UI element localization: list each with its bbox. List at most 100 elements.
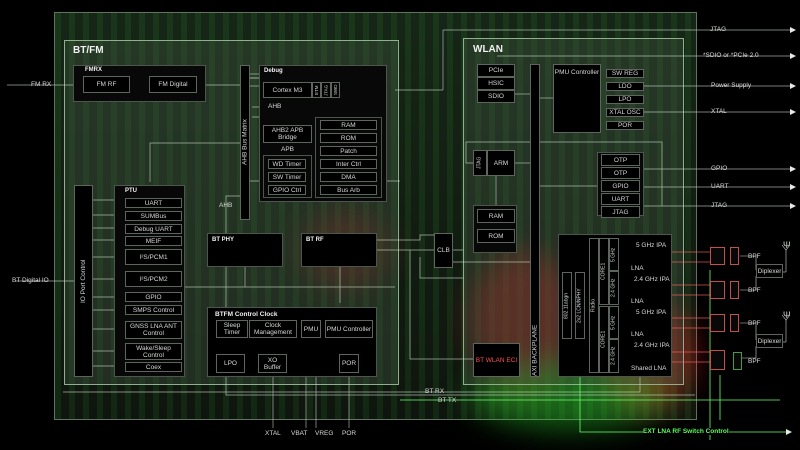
ptu-meif: MEIF (125, 236, 182, 246)
rf-switch-2 (710, 281, 725, 299)
diplexer-2: Diplexer (756, 334, 783, 348)
sw-timer: SW Timer (268, 172, 306, 182)
sw-reg: SW REG (606, 69, 644, 78)
xtal-osc: XTAL OSC (606, 108, 644, 117)
ahb-bus-matrix: AHB Bus Matrix (240, 65, 250, 220)
ahb2apb-bridge: AHB2 APB Bridge (263, 125, 312, 143)
lna-1: LNA (631, 265, 644, 272)
pin-xtal: XTAL (265, 430, 281, 437)
arm: ARM (487, 150, 515, 176)
ipa-24ghz-1: 2.4 GHz IPA (634, 276, 670, 283)
ldo: LDO (606, 82, 644, 91)
control-clock-title: BTFM Control Clock (215, 311, 278, 318)
radio: Radio (589, 238, 599, 373)
otp-2: OTP (601, 167, 640, 179)
io-port-control: IO Port Control (74, 185, 93, 377)
wlan-gpio: GPIO (601, 180, 640, 192)
fmrx-title: FMRX (85, 67, 102, 73)
right-pin-jtag: JTAG (710, 26, 727, 33)
btfm-rom: ROM (320, 133, 377, 143)
band-5ghz-1: 5 GHz (609, 238, 619, 271)
btfm-ram: RAM (320, 120, 377, 130)
bpf-2: BPF (748, 287, 761, 294)
right-pin-gpio: GPIO (711, 165, 728, 172)
lcn-nphy: 2x2 LCN/NPHY (575, 272, 585, 339)
ptu-debug-uart: Debug UART (125, 224, 182, 234)
btfm-por: POR (339, 354, 359, 373)
antenna-icon: Ψ (783, 310, 791, 320)
bt-digital-io-label: BT Digital IO (12, 277, 49, 284)
bt-rf (301, 233, 377, 267)
wlan-lpo: LPO (606, 95, 644, 104)
ptu-sumbus: SUMBus (125, 211, 182, 221)
ptu-uart: UART (125, 198, 182, 208)
ptu-wake-sleep-control: Wake/Sleep Control (125, 343, 182, 360)
core-bottom: CORE1 (599, 306, 609, 373)
fm-digital: FM Digital (149, 76, 197, 93)
axi-backplane: AXI BACKPLANE (530, 64, 540, 377)
ahb-label: AHB (219, 202, 233, 209)
rf-switch-3 (710, 314, 725, 332)
apb-label: APB (281, 146, 295, 153)
debug-title: Debug (264, 68, 283, 74)
pin-por: POR (342, 430, 357, 437)
fm-rf: FM RF (83, 76, 130, 93)
bt-wlan-eci: BT WLAN ECI (473, 343, 520, 377)
ptu-i2s-pcm1: I²S/PCM1 (125, 249, 182, 265)
bt-rf-label: BT RF (306, 237, 324, 243)
xo-buffer: XO Buffer (258, 354, 287, 373)
btfm-title: BT/FM (73, 45, 104, 56)
antenna-icon: Ψ (783, 240, 791, 250)
bpf-3: BPF (748, 320, 761, 327)
band-24ghz-2: 2.4 GHz (609, 339, 619, 373)
ext-lna-rf-switch-control: EXT LNA RF Switch Control (643, 428, 729, 435)
pin-vbat: VBAT (291, 430, 308, 437)
memory-group (315, 117, 382, 198)
rf-switch-1 (710, 247, 725, 265)
arm-jtag: JTAG (473, 150, 487, 176)
right-pin-uart: UART (711, 183, 729, 190)
rf-switch-4 (710, 350, 725, 370)
right-pin-jtag-2: JTAG (711, 202, 728, 209)
wlan-title: WLAN (473, 44, 503, 55)
clb: CLB (434, 233, 453, 268)
ptu-title: PTU (125, 188, 137, 194)
filter-1 (730, 247, 739, 265)
bpf-1: BPF (748, 253, 761, 260)
band-5ghz-2: 5 GHz (609, 306, 619, 339)
shared-lna: Shared LNA (631, 365, 667, 372)
bt-phy-label: BT PHY (212, 237, 235, 243)
wd-timer: WD Timer (268, 159, 306, 169)
gpio-ctrl: GPIO Ctrl (268, 185, 306, 195)
right-pin-xtal: XTAL (711, 108, 727, 115)
mac-802-11abgn: 802.11abgn (562, 272, 572, 339)
filter-2 (730, 281, 739, 299)
inter-ctrl: Inter Ctrl (320, 159, 377, 169)
right-pin-power-supply: Power Supply (711, 82, 752, 89)
filter-3 (730, 314, 739, 332)
pin-vreg: VREG (315, 430, 334, 437)
bus-arb: Bus Arb (320, 185, 377, 195)
wlan-ram: RAM (477, 209, 515, 223)
hsic: HSIC (477, 77, 515, 90)
fm-rx-label: FM RX (31, 81, 52, 88)
wlan-jtag: JTAG (601, 206, 640, 218)
btfm-pmu-controller: PMU Controller (325, 320, 373, 338)
sdio: SDIO (477, 90, 515, 103)
btfm-lpo: LPO (216, 354, 245, 373)
patch: Patch (320, 146, 377, 156)
dma: DMA (320, 172, 377, 182)
wlan-pmu-controller: PMU Controller (553, 64, 601, 133)
bt-tx-label: BT TX (438, 397, 457, 404)
band-24ghz-1: 2.4 GHz (609, 271, 619, 305)
ptu-smps-control: SMPS Control (125, 305, 182, 315)
wlan-rom: ROM (477, 229, 515, 243)
ptu-coex: Coex (125, 362, 182, 372)
ptu-i2s-pcm2: I²S/PCM2 (125, 271, 182, 287)
debug-ahb-label: AHB (268, 103, 282, 110)
lna-3: LNA (631, 331, 644, 338)
otp-1: OTP (601, 154, 640, 166)
right-pin-sdio-pcie: *SDIO or *PCIe 2.0 (703, 52, 759, 59)
ptu-gpio: GPIO (125, 292, 182, 302)
